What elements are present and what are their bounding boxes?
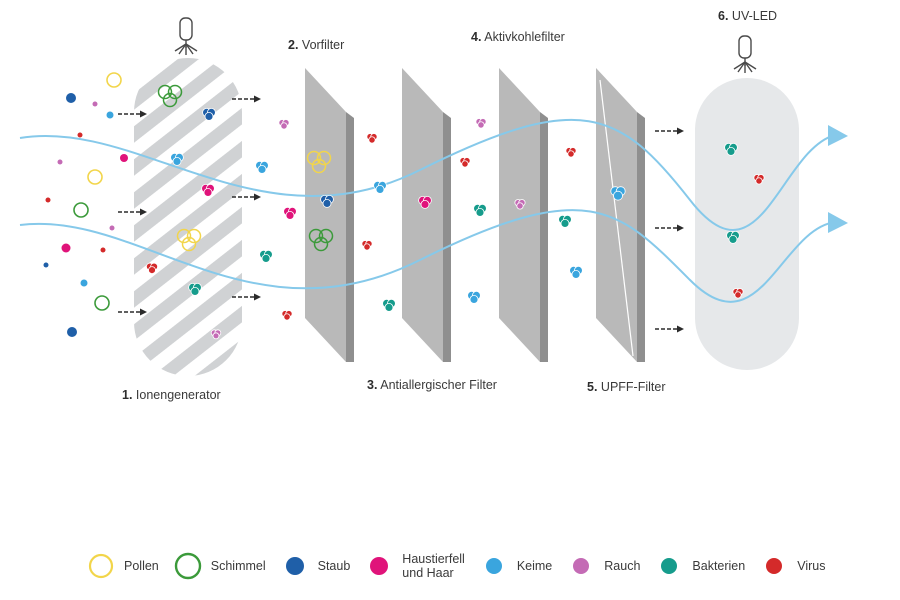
bacteria-particle: [383, 299, 396, 311]
stage-label-3: 3. Antiallergischer Filter: [367, 378, 497, 392]
legend-item-bacteria: Bakterien: [654, 551, 745, 581]
stage-label-1: 1. Ionengenerator: [122, 388, 221, 402]
legend-item-germs: Keime: [479, 551, 552, 581]
filter-antiallergic: [402, 68, 451, 362]
dust-particle: [66, 93, 76, 103]
smoke-particle: [279, 120, 289, 130]
germs-icon: [479, 551, 509, 581]
pollen-particle: [107, 73, 121, 87]
germ-particle: [468, 291, 481, 303]
stage-label-2: 2. Vorfilter: [288, 38, 344, 52]
arrow-icon: [655, 128, 684, 135]
germ-particle: [81, 280, 88, 287]
stage-label-6: 6. UV-LED: [718, 9, 777, 23]
virus-particle: [78, 133, 83, 138]
smoke-particle: [110, 226, 115, 231]
smoke-particle: [476, 119, 486, 129]
germ-particle: [374, 181, 387, 193]
germ-particle: [256, 161, 269, 173]
mold-particle: [74, 203, 88, 217]
smoke-icon: [566, 551, 596, 581]
dust-icon: [280, 551, 310, 581]
arrow-icon: [655, 225, 684, 232]
virus-particle: [362, 241, 372, 251]
lamp-icon: [175, 18, 197, 55]
legend-item-pollen: Pollen: [86, 551, 159, 581]
virus-particle: [282, 311, 292, 321]
arrow-icon: [828, 212, 848, 233]
virus-particle: [367, 134, 377, 144]
arrow-icon: [828, 125, 848, 146]
legend-item-mold: Schimmel: [173, 551, 266, 581]
uv-led-chamber: [695, 78, 799, 370]
mold-icon: [173, 551, 203, 581]
smoke-particle: [58, 160, 63, 165]
virus-particle: [101, 248, 106, 253]
legend-item-dust: Staub: [280, 551, 351, 581]
ion-generator-chamber: [134, 58, 242, 376]
bacteria-particle: [474, 204, 487, 216]
pet-hair-particle: [120, 154, 128, 162]
dust-particle: [44, 263, 49, 268]
germ-particle: [107, 112, 114, 119]
legend-item-smoke: Rauch: [566, 551, 640, 581]
mold-particle: [95, 296, 109, 310]
bacteria-icon: [654, 551, 684, 581]
pet-hair-particle: [284, 207, 297, 219]
stage-label-4: 4. Aktivkohlefilter: [471, 30, 565, 44]
virus-particle: [566, 148, 576, 158]
bacteria-particle: [260, 250, 273, 262]
virus-particle: [460, 158, 470, 168]
pollen-icon: [86, 551, 116, 581]
bacteria-particle: [559, 215, 572, 227]
virus-particle: [46, 198, 51, 203]
smoke-particle: [93, 102, 98, 107]
dust-particle: [67, 327, 77, 337]
pollen-particle: [88, 170, 102, 184]
virus-icon: [759, 551, 789, 581]
arrow-icon: [655, 326, 684, 333]
legend-item-virus: Virus: [759, 551, 825, 581]
filter-prefilter: [305, 68, 354, 362]
filter-activated-carbon: [499, 68, 548, 362]
lamp-icon: [734, 36, 756, 73]
pet-hair-icon: [364, 551, 394, 581]
germ-particle: [570, 266, 583, 278]
pet-hair-particle: [62, 244, 71, 253]
stage-label-5: 5. UPFF-Filter: [587, 380, 666, 394]
